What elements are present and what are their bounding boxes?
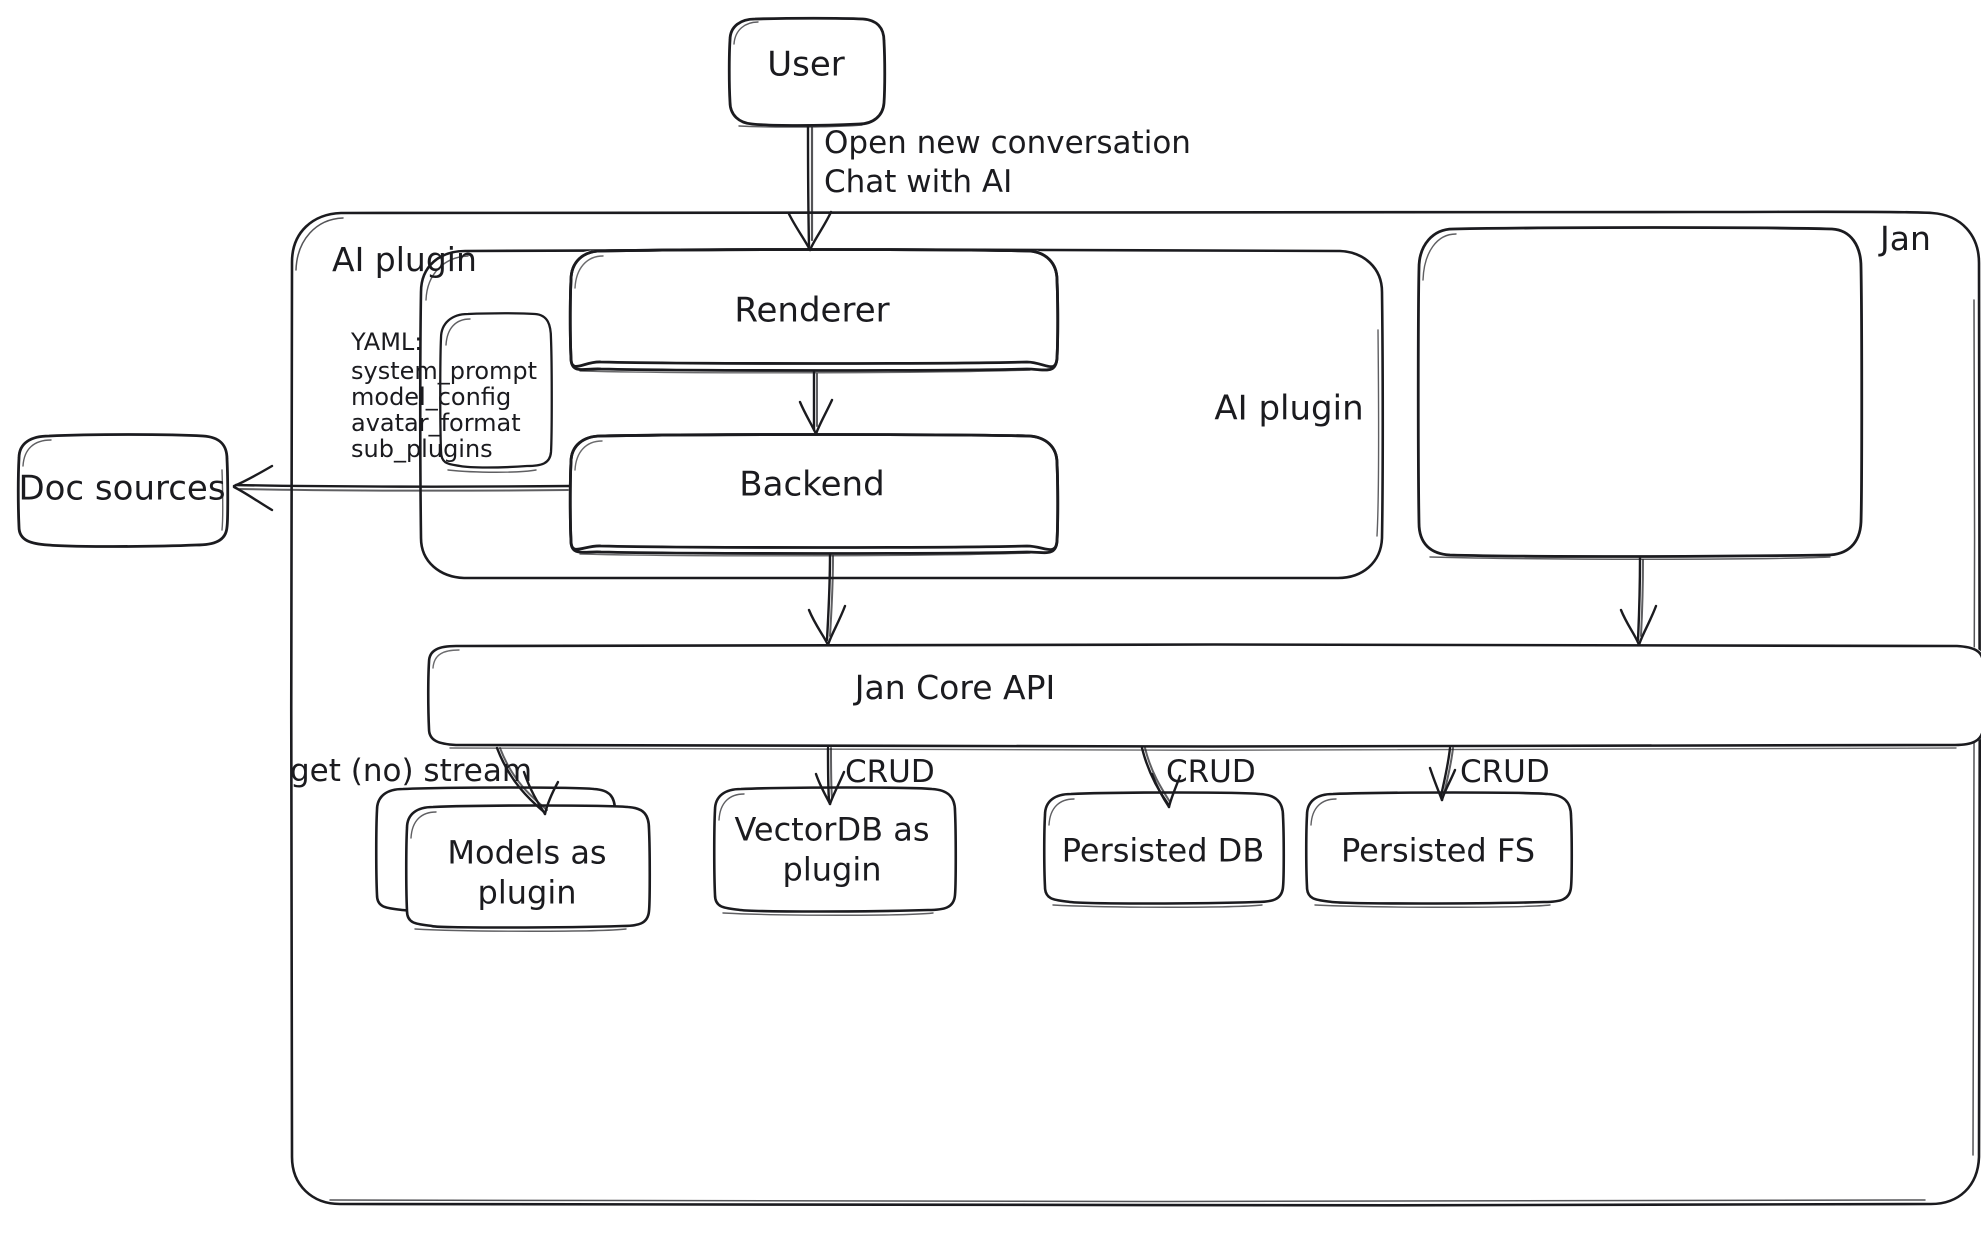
node-models-plugin-shape (374, 786, 652, 932)
node-user-shape (727, 16, 887, 128)
node-yaml-card-shape (439, 312, 553, 473)
edge-ai-plugin-to-core-api (1619, 556, 1658, 647)
node-vectordb-plugin-shape (712, 786, 958, 916)
node-persisted-db-shape (1042, 791, 1286, 908)
node-persisted-fs-shape (1304, 791, 1574, 908)
edge-core-api-to-vectordb (814, 746, 846, 806)
edge-core-api-to-models (495, 746, 560, 816)
edge-backend-to-doc-sources (232, 464, 572, 512)
edge-renderer-to-backend (798, 370, 834, 436)
node-doc-sources-shape (16, 433, 230, 548)
node-jan-core-api-shape (426, 643, 1981, 751)
edge-core-api-to-persisted-db (1140, 746, 1182, 809)
node-backend-shape (568, 433, 1060, 557)
node-renderer-shape (568, 248, 1060, 374)
edge-core-api-to-persisted-fs (1428, 746, 1457, 802)
edge-user-to-renderer (787, 124, 833, 252)
edge-backend-to-core-api (807, 552, 847, 647)
node-ai-plugin-box-shape (1416, 226, 1864, 560)
